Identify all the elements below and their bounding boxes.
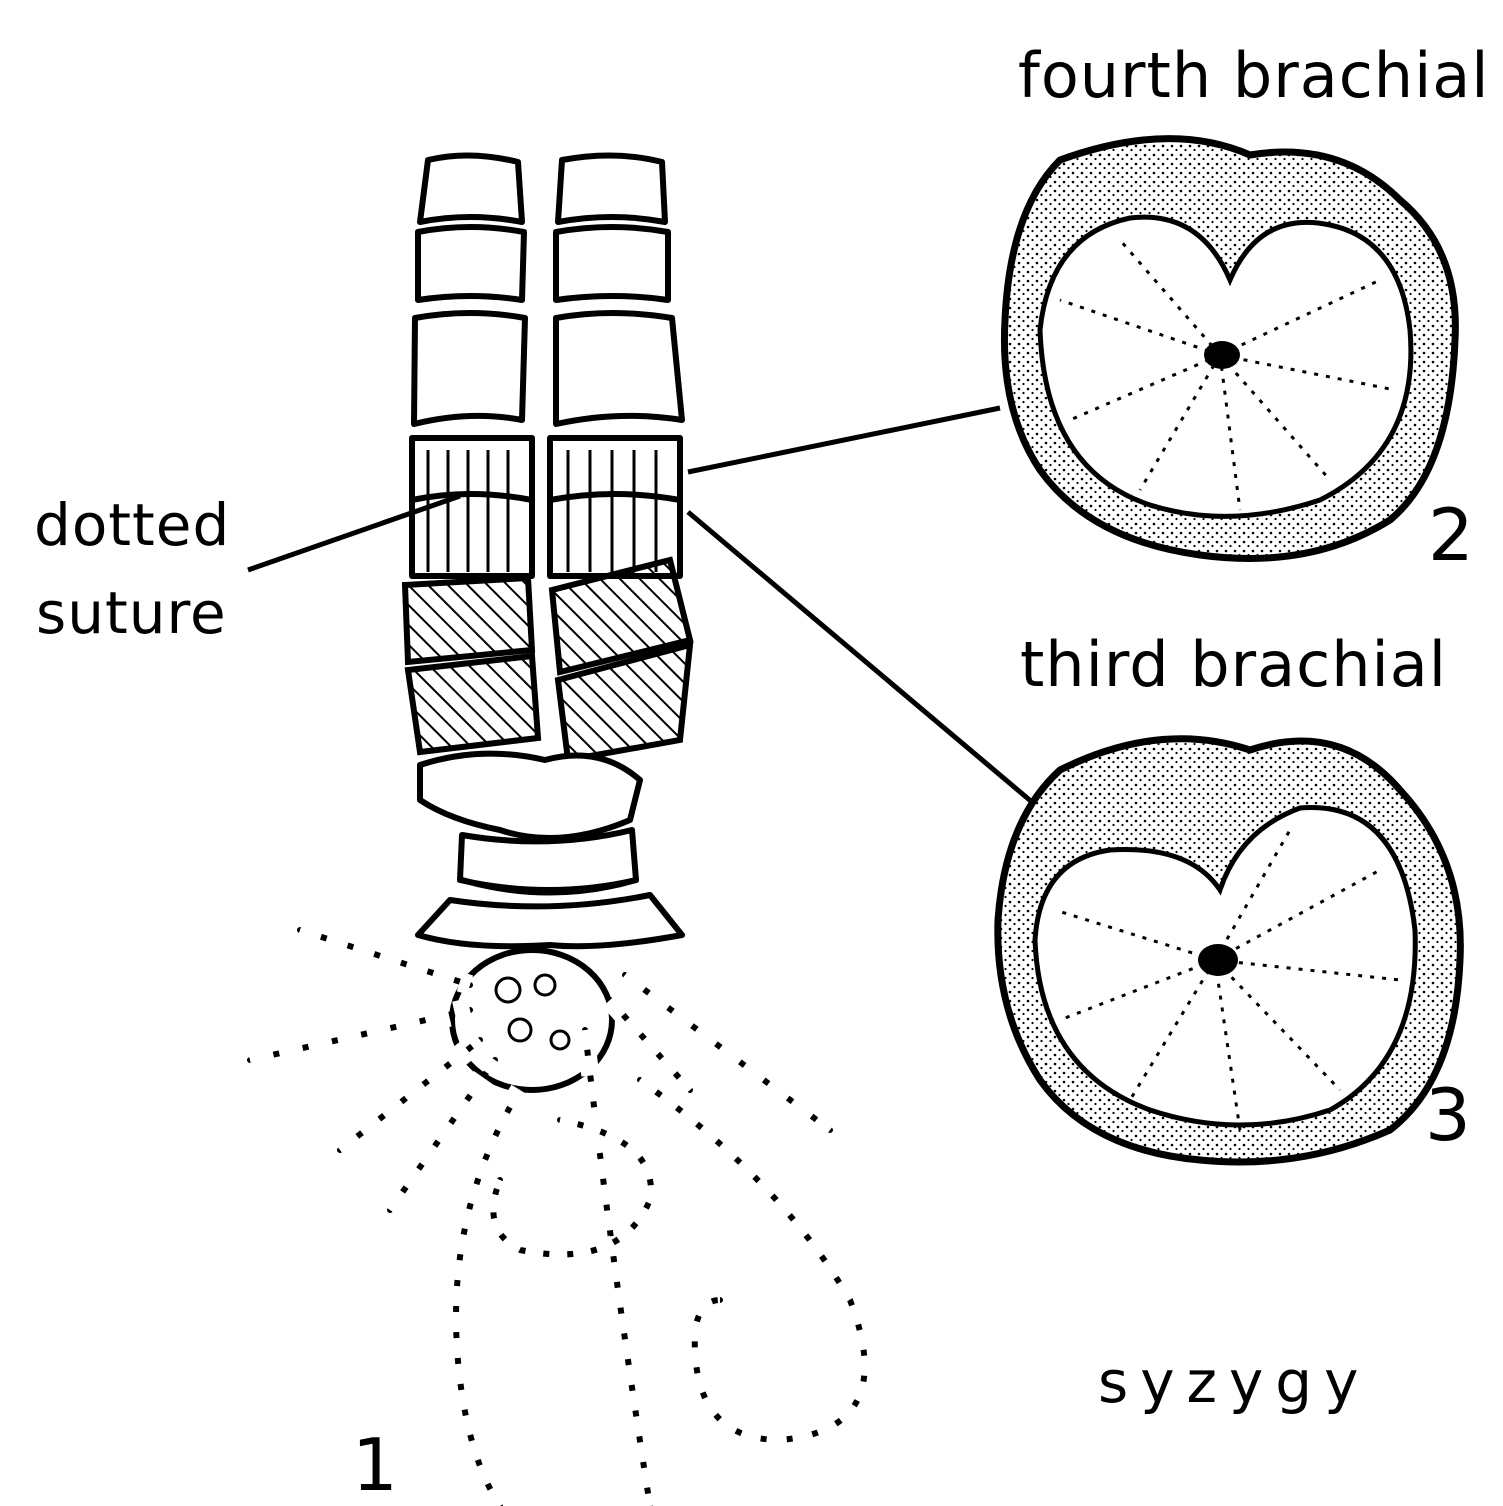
label-third-brachial: third brachial	[1020, 628, 1447, 701]
label-fourth-brachial: fourth brachial	[1018, 39, 1490, 112]
crinoid-specimen-drawing	[250, 155, 865, 1506]
figure-number-3: 3	[1425, 1073, 1471, 1157]
label-suture: suture	[36, 579, 227, 647]
right-arm-column	[550, 155, 690, 760]
figure-number-1: 1	[352, 1423, 398, 1506]
left-arm-column	[405, 155, 538, 752]
cirri-and-disc	[250, 930, 865, 1506]
calyx-plates	[418, 754, 682, 947]
figure-number-2: 2	[1428, 493, 1474, 577]
leader-fourth-brachial	[688, 408, 1000, 472]
leader-third-brachial	[688, 512, 1032, 802]
label-dotted: dotted	[34, 491, 230, 559]
label-syzygy: syzygy	[1098, 1348, 1370, 1416]
fourth-brachial-section	[1004, 139, 1455, 559]
third-brachial-section	[998, 739, 1461, 1162]
